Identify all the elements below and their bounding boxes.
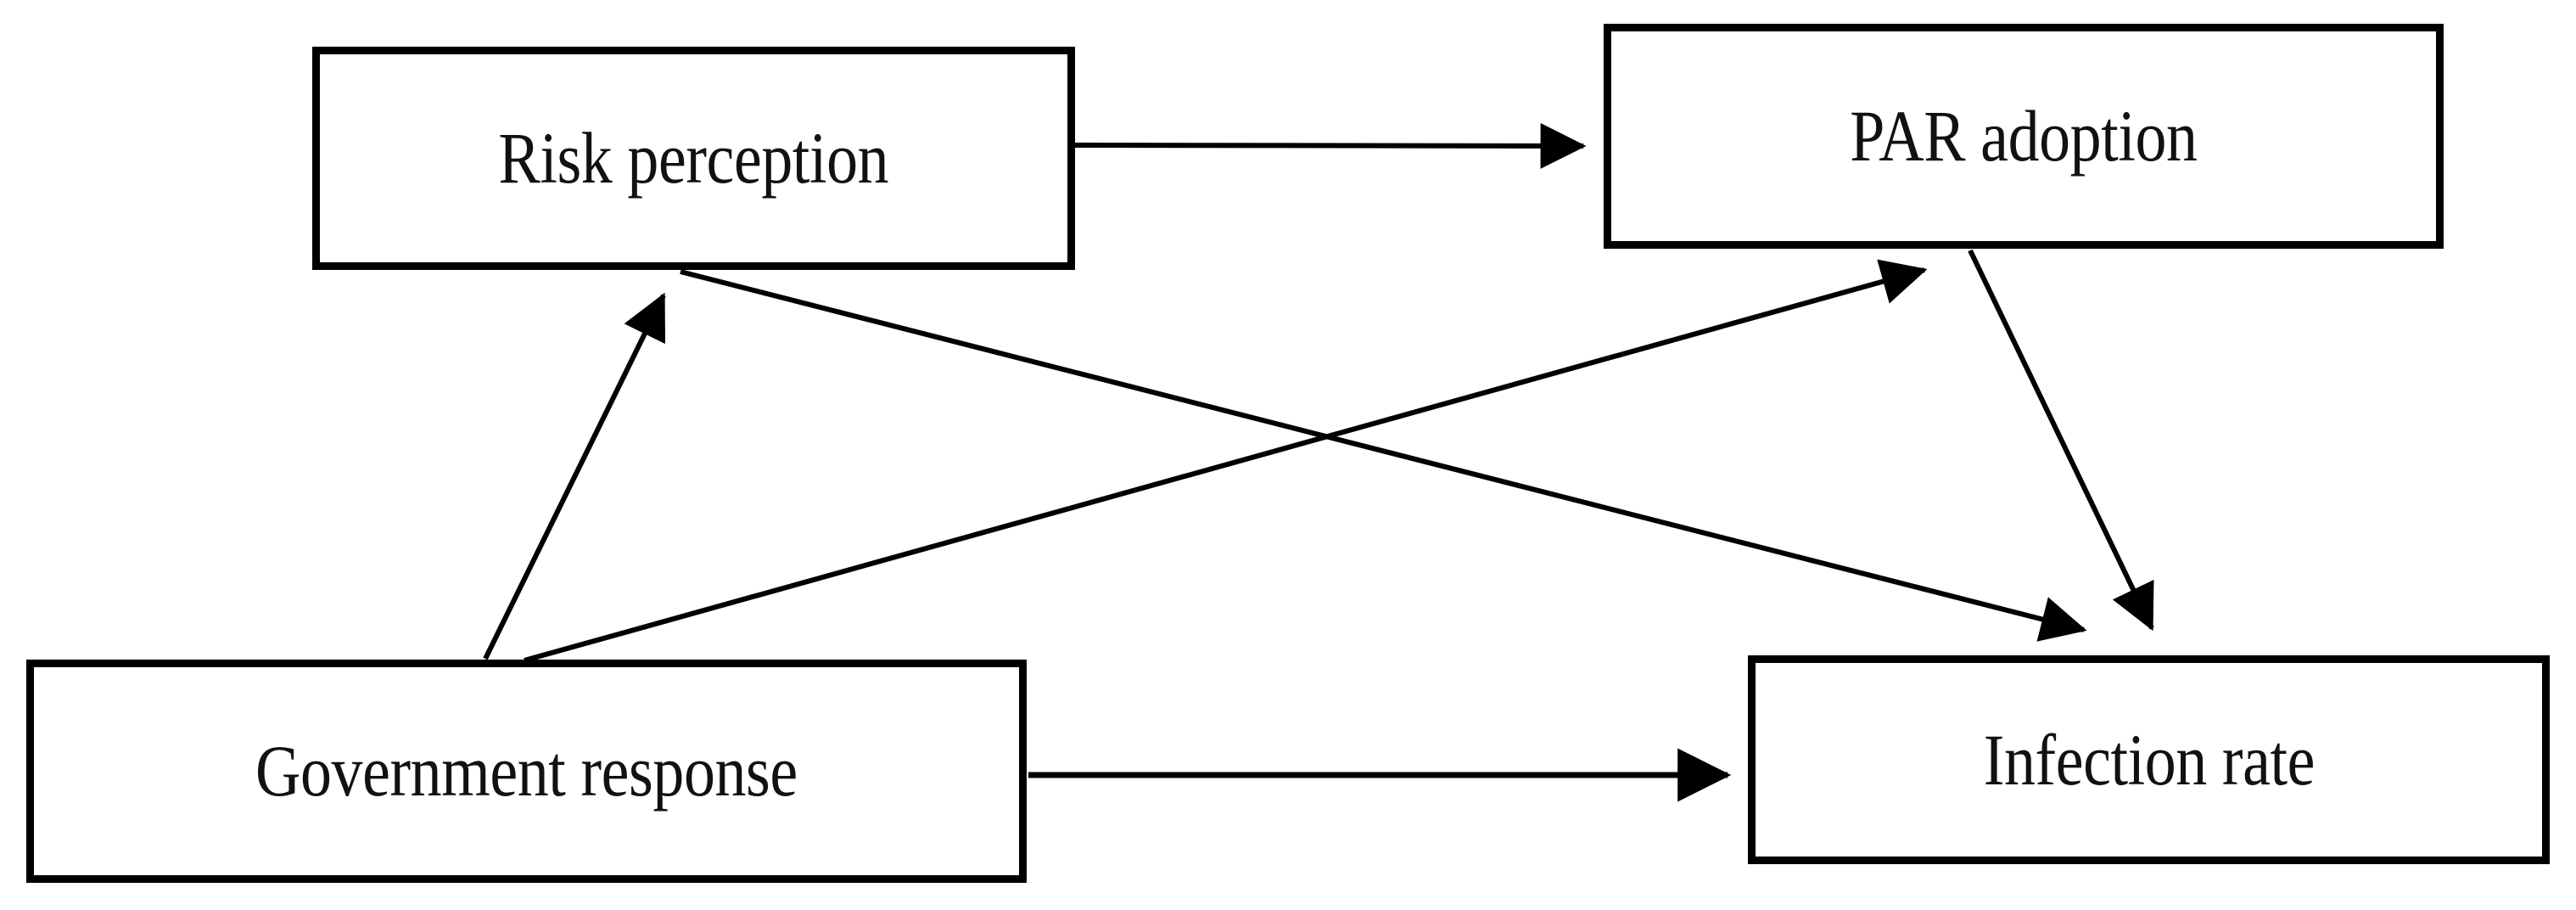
- edge-risk-perception-to-par-adoption: [1074, 122, 1587, 169]
- node-government-response[interactable]: Government response: [26, 660, 1027, 883]
- node-government-response-label: Government response: [255, 730, 798, 812]
- edge-risk-perception-to-infection-rate: [680, 269, 2087, 642]
- node-risk-perception-label: Risk perception: [498, 117, 889, 199]
- node-infection-rate[interactable]: Infection rate: [1748, 655, 2550, 864]
- node-par-adoption-label: PAR adoption: [1850, 95, 2198, 177]
- edge-par-adoption-to-infection-rate: [1968, 249, 2154, 632]
- node-par-adoption[interactable]: PAR adoption: [1604, 24, 2444, 249]
- node-infection-rate-label: Infection rate: [1983, 718, 2315, 800]
- edge-government-response-to-par-adoption: [524, 259, 1928, 663]
- node-risk-perception[interactable]: Risk perception: [312, 47, 1075, 270]
- edge-government-response-to-risk-perception: [483, 292, 666, 660]
